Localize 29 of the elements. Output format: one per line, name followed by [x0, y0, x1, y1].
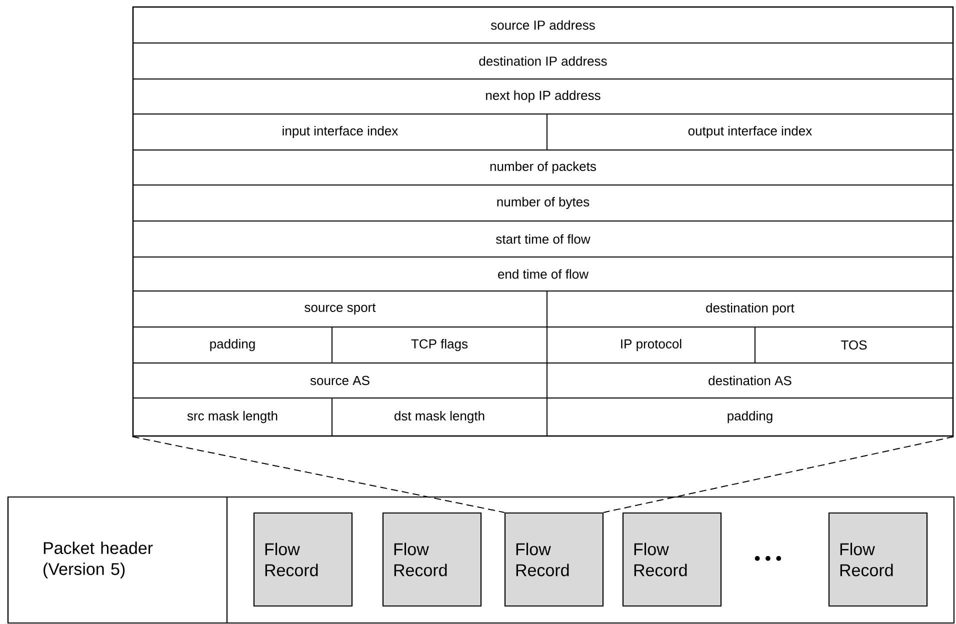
table-cell: destination port: [546, 290, 954, 328]
table-cell: destination IP address: [132, 42, 954, 80]
flow-record-box: Flow Record: [253, 512, 353, 607]
table-cell: source AS: [132, 362, 548, 398]
table-cell: start time of flow: [132, 220, 954, 258]
dashed-line: [603, 436, 954, 513]
table-cell: number of packets: [132, 150, 954, 186]
table-cell: padding: [132, 326, 332, 364]
table-cell: input interface index: [132, 114, 548, 150]
flow-record-box: Flow Record: [622, 512, 722, 607]
ellipsis: • • •: [754, 556, 782, 561]
flow-record-box: Flow Record: [382, 512, 482, 607]
table-cell: dst mask length: [332, 398, 548, 436]
table-cell: end time of flow: [132, 256, 954, 292]
table-cell: source IP address: [132, 6, 954, 44]
table-cell: src mask length: [132, 398, 332, 436]
table-cell: TOS: [754, 326, 954, 364]
table-cell: number of bytes: [132, 184, 954, 222]
table-cell: destination AS: [546, 362, 954, 398]
table-cell: IP protocol: [546, 326, 756, 364]
dashed-line: [132, 436, 505, 513]
table-cell: padding: [546, 398, 954, 436]
table-cell: output interface index: [546, 114, 954, 150]
table-cell: source sport: [132, 290, 548, 328]
flow-record-box: Flow Record: [504, 512, 604, 607]
table-cell: next hop IP address: [132, 78, 954, 114]
flow-record-box: Flow Record: [828, 512, 928, 607]
table-cell: TCP flags: [332, 326, 548, 364]
header-cell: Packet header (Version 5): [7, 496, 228, 624]
